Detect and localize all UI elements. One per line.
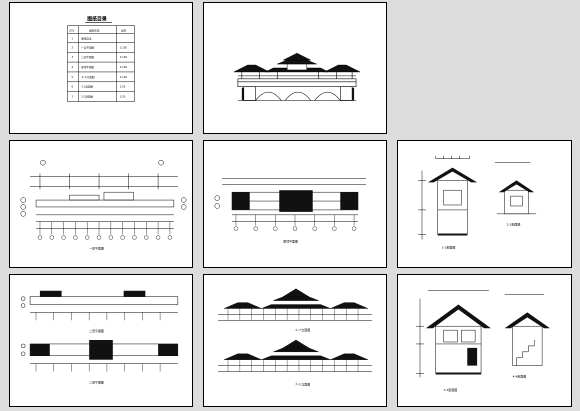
- sheet-bridge-perspective[interactable]: [203, 2, 387, 134]
- section-2-caption: 2-2剖面图: [507, 222, 521, 227]
- sections-a-drawing: 1-1剖面图 2-2剖面图: [418, 155, 537, 249]
- second-floor-plan-drawing: 二层平面图 二层平面图: [20, 290, 179, 384]
- sheet-drawing-index[interactable]: 图纸目录 序号 图纸名称 比例 1 图纸目录 2 一层平面图 1:100 3 二…: [9, 2, 193, 134]
- elevation-bottom-caption: ⑦-①立面图: [295, 381, 310, 386]
- row-2-no: 2: [71, 45, 73, 49]
- index-table-drawing: 图纸目录 序号 图纸名称 比例 1 图纸目录 2 一层平面图 1:100 3 二…: [67, 16, 135, 102]
- section-3-caption: 3-3剖面图: [444, 387, 458, 392]
- row-1-no: 1: [71, 36, 73, 40]
- roof-plan-drawing: 屋顶平面图: [214, 178, 366, 243]
- elevation-top-caption: ①-⑦立面图: [295, 327, 310, 332]
- sheet-first-floor-plan[interactable]: 一层平面图: [9, 140, 193, 268]
- row-6-scale: 1:50: [120, 85, 126, 89]
- index-title: 图纸目录: [87, 16, 107, 23]
- sheet-sections-a[interactable]: 1-1剖面图 2-2剖面图: [397, 140, 572, 268]
- row-5-name: ①-⑦立面图: [81, 75, 95, 79]
- sheet-roof-plan[interactable]: 屋顶平面图: [203, 140, 387, 268]
- sheet-sections-b[interactable]: 3-3剖面图 4-4剖面图: [397, 274, 572, 407]
- row-1-name: 图纸目录: [81, 36, 92, 40]
- row-7-name: 2-2剖面图: [81, 95, 93, 99]
- row-6-no: 6: [71, 85, 73, 89]
- second-floor-lower-caption: 二层平面图: [89, 379, 104, 384]
- row-2-scale: 1:100: [120, 45, 128, 49]
- roof-plan-caption: 屋顶平面图: [283, 238, 298, 243]
- bridge-perspective-drawing: [233, 52, 361, 101]
- col-header-name: 图纸名称: [89, 29, 100, 33]
- section-1-caption: 1-1剖面图: [442, 244, 456, 249]
- sections-b-drawing: 3-3剖面图 4-4剖面图: [416, 290, 550, 392]
- row-2-name: 一层平面图: [81, 45, 94, 49]
- row-5-scale: 1:100: [120, 75, 128, 79]
- second-floor-caption: 二层平面图: [89, 328, 104, 333]
- row-3-name: 二层平面图: [81, 55, 94, 59]
- row-4-name: 屋顶平面图: [81, 65, 94, 69]
- row-7-no: 7: [71, 95, 73, 99]
- row-3-no: 3: [71, 55, 73, 59]
- section-4-caption: 4-4剖面图: [513, 373, 527, 378]
- first-floor-plan-drawing: 一层平面图: [20, 159, 187, 250]
- sheet-elevations[interactable]: ①-⑦立面图 ⑦-①立面图: [203, 274, 387, 407]
- row-3-scale: 1:100: [120, 55, 128, 59]
- col-header-no: 序号: [69, 29, 75, 33]
- elevations-drawing: ①-⑦立面图 ⑦-①立面图: [218, 288, 372, 386]
- row-6-name: 1-1剖面图: [81, 85, 93, 89]
- row-7-scale: 1:50: [120, 95, 126, 99]
- row-4-no: 4: [71, 65, 73, 69]
- first-floor-caption: 一层平面图: [89, 245, 104, 250]
- row-5-no: 5: [71, 75, 73, 79]
- sheet-second-floor-plan[interactable]: 二层平面图 二层平面图: [9, 274, 193, 407]
- row-4-scale: 1:100: [120, 65, 128, 69]
- col-header-scale: 比例: [121, 29, 127, 33]
